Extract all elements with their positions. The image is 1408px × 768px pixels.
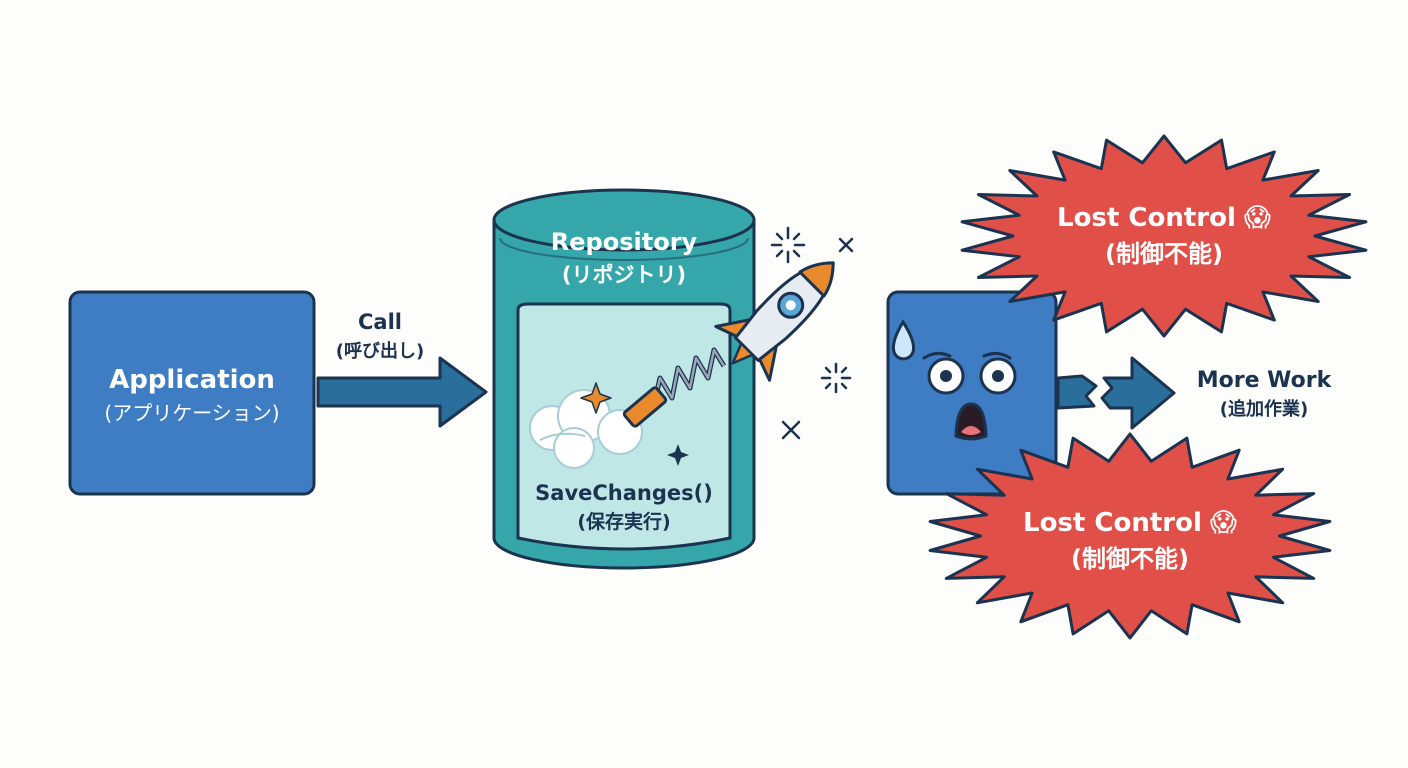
call-sublabel: (呼び出し) <box>336 340 424 362</box>
burst-top-subtitle: (制御不能) <box>1105 240 1223 268</box>
sparkle-icon <box>770 226 806 264</box>
repository-subtitle: (リポジトリ) <box>562 263 686 287</box>
scream-emoji-icon: 😱 <box>1244 203 1271 233</box>
scared-face-icon <box>886 290 1058 496</box>
burst-bottom-title: Lost Control <box>1023 508 1202 538</box>
scream-emoji-icon: 😱 <box>1210 508 1237 538</box>
application-title: Application <box>109 365 275 395</box>
sparkle-icon <box>820 362 852 394</box>
method-label: SaveChanges() <box>535 481 713 505</box>
sparkle-icon <box>781 420 801 440</box>
more-work-subtitle: (追加作業) <box>1220 398 1308 420</box>
lost-control-burst-top: Lost Control 😱 (制御不能) <box>960 134 1368 338</box>
application-subtitle: (アプリケーション) <box>104 401 279 425</box>
more-work-title: More Work <box>1197 368 1333 393</box>
sparkle-icon <box>580 382 612 414</box>
method-sublabel: (保存実行) <box>577 510 670 533</box>
more-work-arrow: More Work (追加作業) <box>1056 356 1333 430</box>
spring-icon <box>622 347 727 428</box>
lost-control-burst-bottom: Lost Control 😱 (制御不能) <box>928 432 1332 640</box>
call-arrow: Call (呼び出し) <box>316 310 488 428</box>
rocket-icon <box>714 261 835 382</box>
inner-panel: SaveChanges() (保存実行) <box>516 302 732 551</box>
sparkle-icon <box>838 237 854 253</box>
burst-top-text: Lost Control 😱 <box>1057 203 1271 233</box>
sparkle-icon <box>667 444 689 466</box>
burst-bottom-subtitle: (制御不能) <box>1071 545 1189 573</box>
cloud-puff <box>529 389 643 469</box>
repository-title: Repository <box>551 228 698 256</box>
call-label: Call <box>358 310 402 334</box>
application-box: Application (アプリケーション) <box>68 290 316 496</box>
sweat-drop-icon <box>891 319 915 361</box>
burst-top-title: Lost Control <box>1057 203 1236 233</box>
burst-bottom-text: Lost Control 😱 <box>1023 508 1237 538</box>
